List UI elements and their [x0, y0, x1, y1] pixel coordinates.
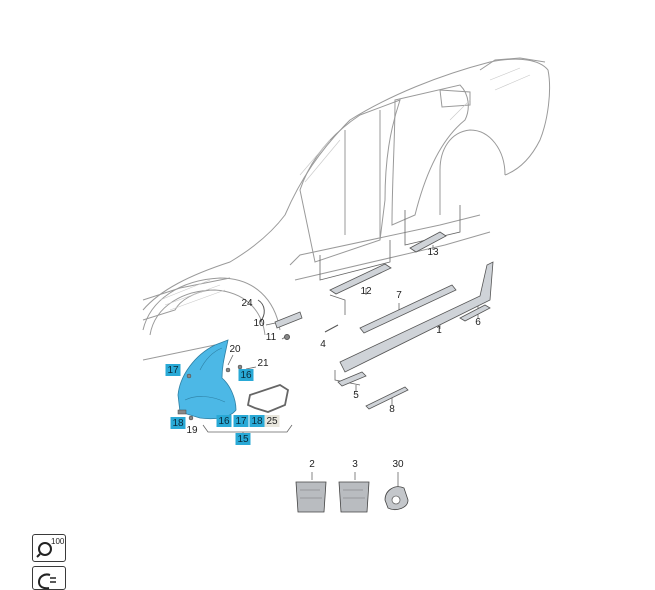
callout-highlight-box [238, 369, 254, 381]
callout-number: 30 [392, 459, 404, 470]
callout-c6[interactable]: 6 [475, 317, 481, 328]
callout-c17b[interactable]: 17 [233, 415, 249, 427]
callout-c30[interactable]: 30 [392, 459, 404, 470]
callout-number: 15 [237, 434, 249, 445]
fit-page-icon [37, 573, 56, 590]
callout-number: 18 [172, 418, 184, 429]
callout-number: 16 [240, 370, 252, 381]
body-hatching [159, 67, 531, 311]
callout-highlight-box [165, 364, 181, 376]
callout-number: 19 [186, 425, 198, 436]
bottom-parts [295, 481, 409, 513]
callout-c10[interactable]: 10 [253, 318, 265, 329]
part-1-side-sill [339, 261, 494, 373]
callout-c24[interactable]: 24 [241, 298, 253, 309]
part-3-bag [338, 481, 370, 513]
callout-c19[interactable]: 19 [186, 425, 198, 436]
callout-highlight-box [170, 417, 186, 429]
callout-number: 18 [251, 416, 263, 427]
callout-c18b[interactable]: 18 [249, 415, 265, 427]
callout-c16b[interactable]: 16 [238, 369, 254, 381]
part-5-bracket [337, 371, 367, 387]
callout-c16a[interactable]: 16 [216, 415, 232, 427]
part-24-clip [257, 299, 265, 323]
callout-c4[interactable]: 4 [320, 339, 326, 350]
callout-highlight-box [216, 415, 232, 427]
callout-number: 24 [241, 298, 253, 309]
callout-number: 4 [320, 339, 326, 350]
fit-button[interactable] [32, 566, 66, 590]
callout-number: 17 [167, 365, 179, 376]
callout-c12[interactable]: 12 [360, 286, 372, 297]
part-25-seal [246, 384, 290, 413]
part-7-trim-strip [359, 284, 457, 334]
callout-c7[interactable]: 7 [396, 290, 402, 301]
part-10-bracket [274, 311, 303, 329]
callout-number: 2 [309, 459, 315, 470]
part-2-bag [295, 481, 327, 513]
callout-c11[interactable]: 11 [266, 332, 277, 343]
callout-highlight-box [249, 415, 265, 427]
sill-parts [274, 231, 494, 410]
callout-number: 8 [389, 404, 395, 415]
callout-c8[interactable]: 8 [389, 404, 395, 415]
callout-number: 10 [253, 318, 265, 329]
callout-c18a[interactable]: 18 [170, 417, 186, 429]
callout-c13[interactable]: 13 [427, 247, 439, 258]
callout-number: 5 [353, 390, 359, 401]
callout-number: 20 [229, 344, 241, 355]
callout-number: 13 [427, 247, 439, 258]
small-fasteners [257, 299, 339, 340]
part-8-strip [365, 386, 409, 410]
callout-c1[interactable]: 1 [436, 325, 442, 336]
part-13-sill-plate [409, 231, 447, 253]
callout-highlight-box [235, 433, 251, 445]
callout-number: 17 [235, 416, 247, 427]
callout-c15[interactable]: 15 [235, 433, 251, 445]
zoom-percent: 100 [51, 537, 65, 546]
wheelhouse-liner [177, 339, 237, 420]
callout-number: 6 [475, 317, 481, 328]
callout-number: 12 [360, 286, 372, 297]
callout-c25[interactable]: 25 [264, 415, 280, 427]
callout-c17a[interactable]: 17 [165, 364, 181, 376]
liner-clips [177, 364, 243, 421]
callout-number: 3 [352, 459, 358, 470]
callout-number: 21 [257, 358, 269, 369]
callout-number: 1 [436, 325, 442, 336]
callout-c3[interactable]: 3 [352, 459, 358, 470]
callout-number: 7 [396, 290, 402, 301]
part-6-bracket [459, 304, 491, 322]
callout-number: 16 [218, 416, 230, 427]
part-12-sill-plate [329, 263, 392, 295]
callout-number: 11 [266, 332, 277, 343]
callout-highlight-box [264, 415, 280, 427]
zoom-magnifier-icon [36, 542, 52, 558]
callout-c21[interactable]: 21 [257, 358, 269, 369]
callout-c2[interactable]: 2 [309, 459, 315, 470]
part-4-bolt [324, 324, 339, 333]
callout-highlight-box [233, 415, 249, 427]
zoom-button[interactable]: 100 [32, 534, 66, 562]
car-body-outline [142, 57, 551, 361]
callout-c5[interactable]: 5 [353, 390, 359, 401]
callout-number: 25 [266, 416, 278, 427]
callout-c20[interactable]: 20 [229, 344, 241, 355]
part-11-screw [284, 334, 290, 340]
